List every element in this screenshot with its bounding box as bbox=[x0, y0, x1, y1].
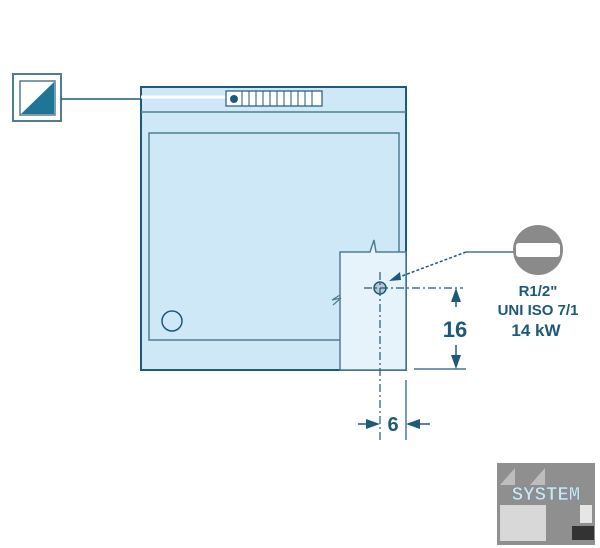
knob-circle bbox=[161, 310, 183, 332]
gas-standard-label: UNI ISO 7/1 bbox=[498, 302, 579, 319]
gas-icon bbox=[513, 225, 563, 275]
gas-power-label: 14 kW bbox=[511, 321, 561, 340]
svg-text:SYSTEM: SYSTEM bbox=[512, 484, 580, 506]
dimension-offset: 6 bbox=[387, 414, 398, 436]
vent-grille bbox=[225, 90, 323, 107]
cutaway-section bbox=[339, 239, 407, 371]
system-logo: SYSTEM bbox=[497, 463, 595, 545]
electrical-connection-icon bbox=[12, 73, 62, 122]
gas-thread-label: R1/2" bbox=[519, 283, 558, 300]
dimension-height: 16 bbox=[443, 317, 467, 342]
